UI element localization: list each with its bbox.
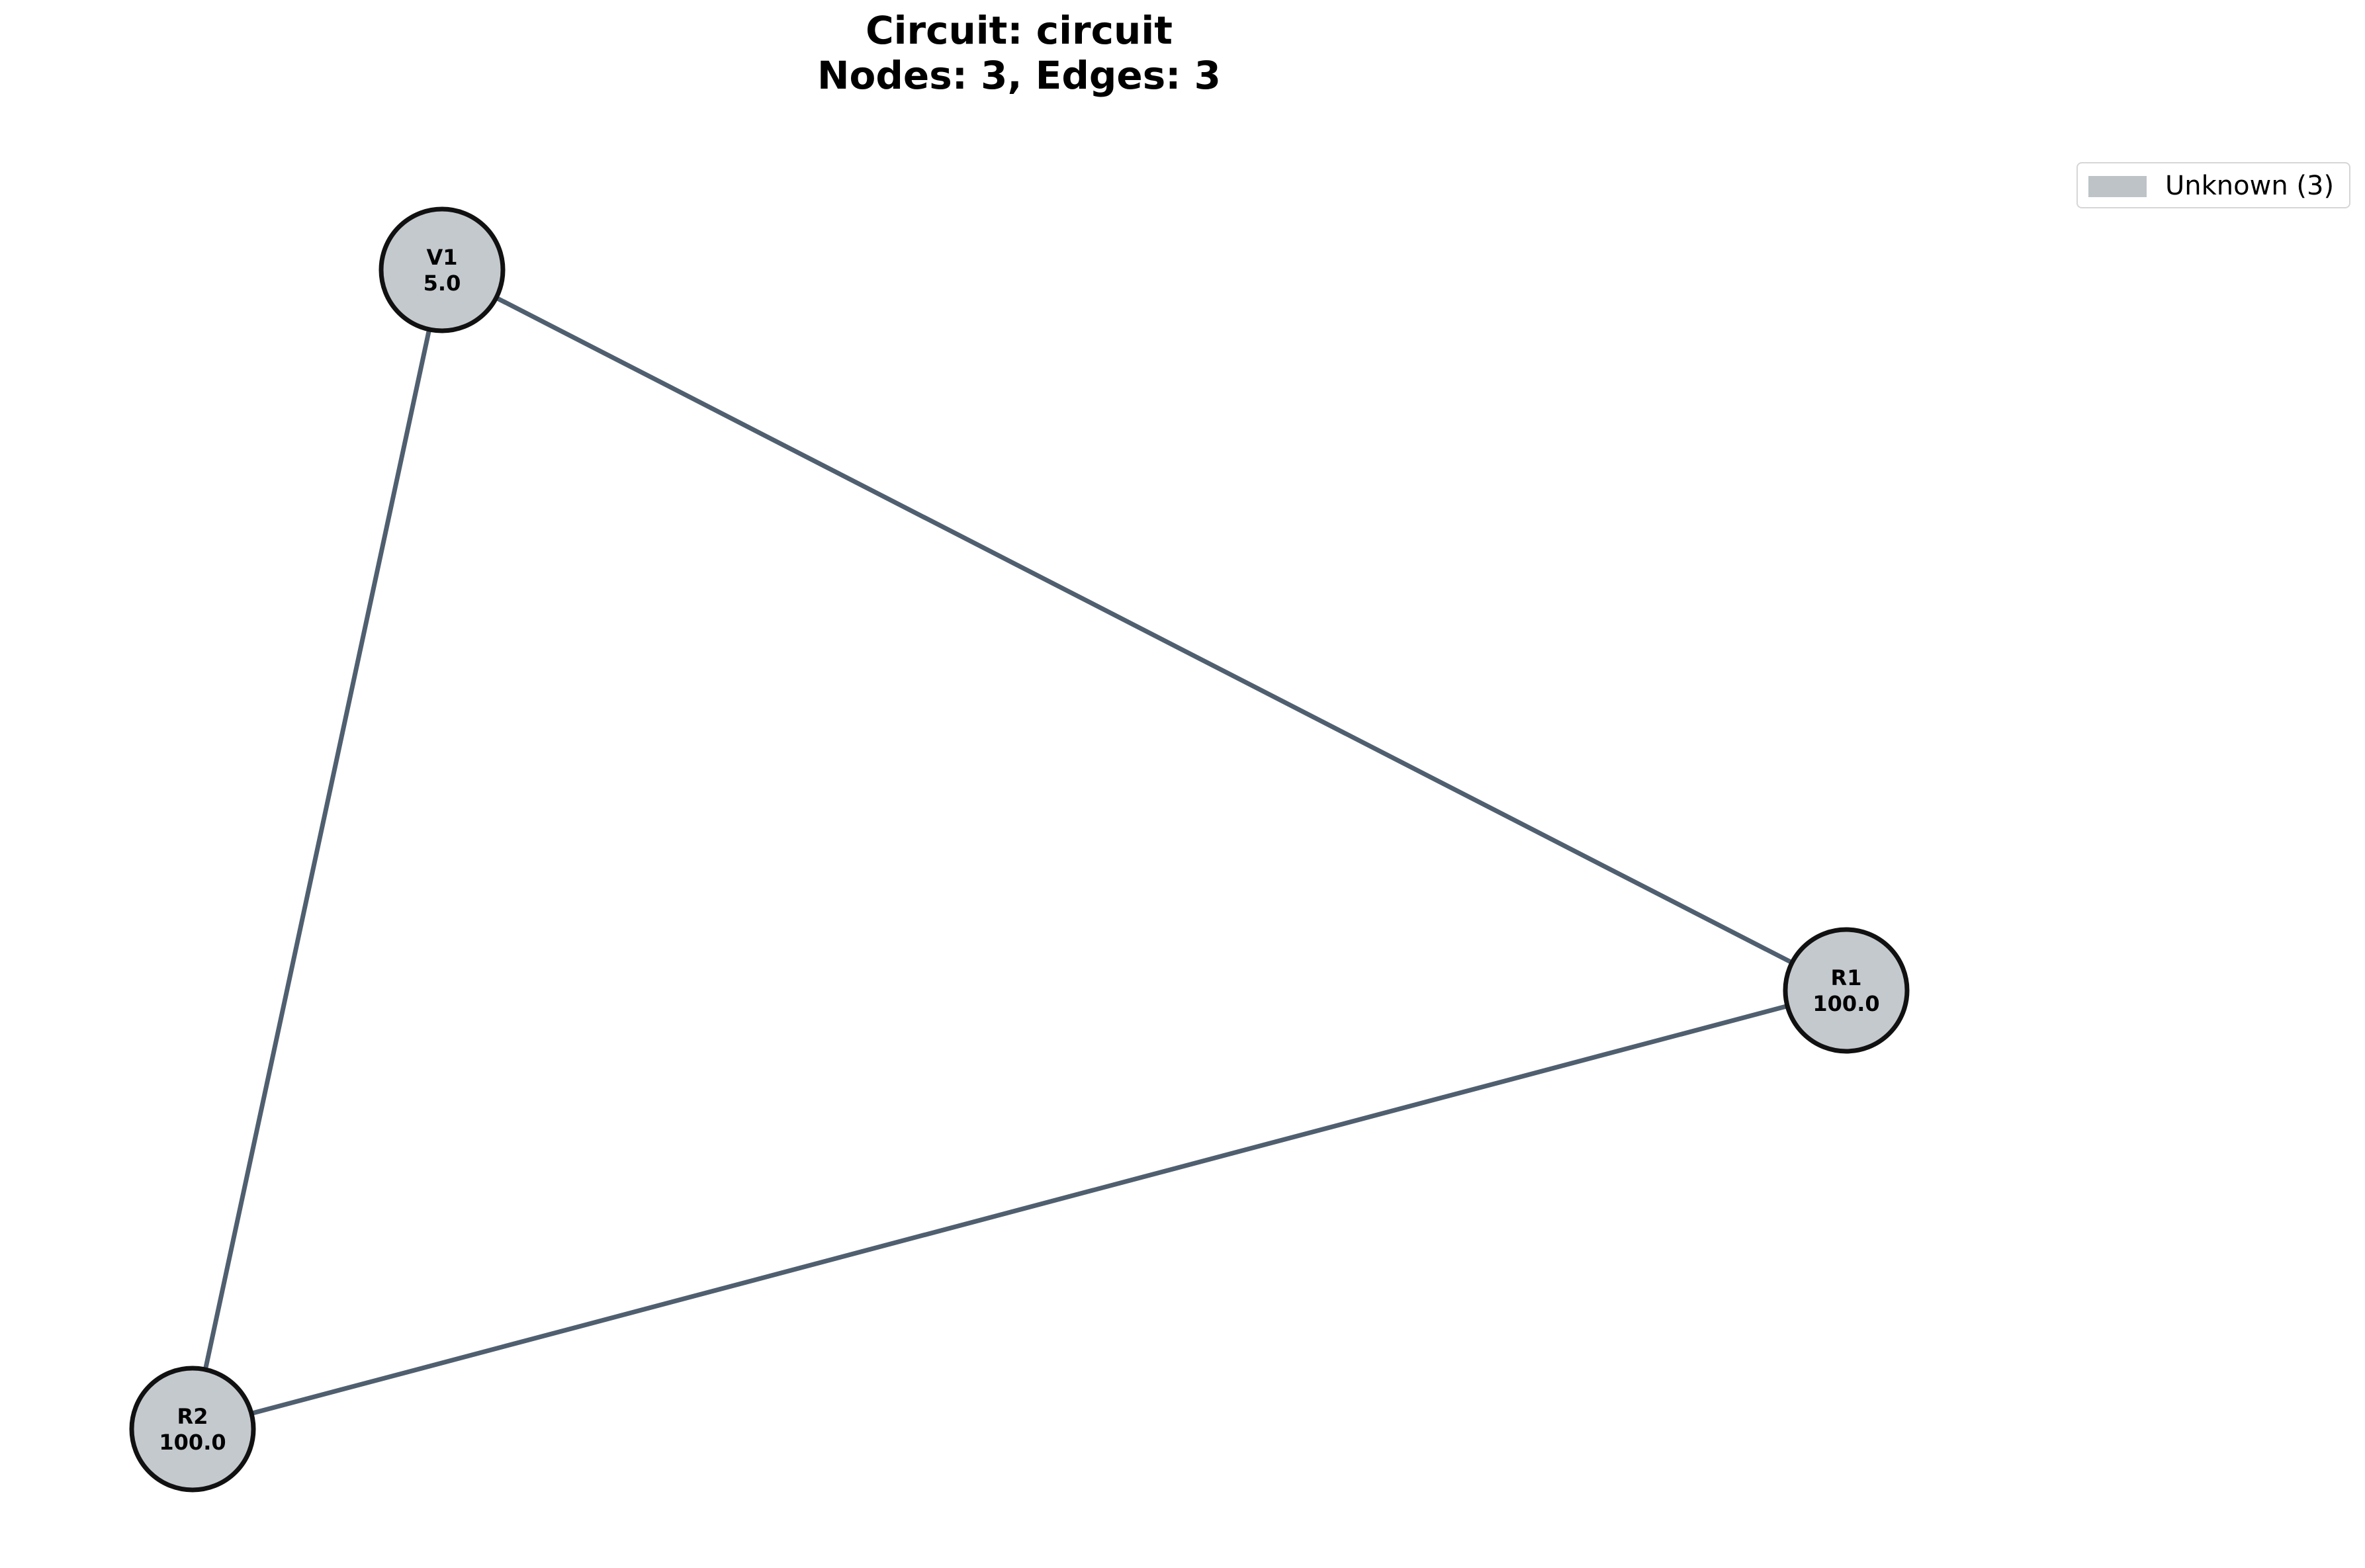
node-name-label: V1 bbox=[426, 245, 457, 270]
legend: Unknown (3) bbox=[2076, 162, 2350, 208]
node-value-label: 100.0 bbox=[1812, 991, 1879, 1016]
node-circle bbox=[1783, 927, 1910, 1054]
diagram-title: Circuit: circuit Nodes: 3, Edges: 3 bbox=[688, 8, 1350, 98]
edge-v1-r1 bbox=[439, 267, 1849, 993]
node-name-label: R2 bbox=[177, 1404, 208, 1429]
node-circle bbox=[129, 1366, 256, 1493]
node-circle bbox=[379, 206, 506, 333]
legend-label: Unknown (3) bbox=[2165, 171, 2335, 201]
title-counts: Nodes: 3, Edges: 3 bbox=[817, 53, 1221, 98]
legend-swatch bbox=[2088, 176, 2147, 197]
edge-v1-r2 bbox=[190, 267, 445, 1432]
node-v1: V15.0 bbox=[379, 206, 506, 333]
node-value-label: 100.0 bbox=[159, 1430, 226, 1455]
title-circuit-name: Circuit: circuit bbox=[866, 8, 1173, 53]
edge-r1-r2 bbox=[190, 988, 1849, 1432]
edges-layer bbox=[190, 267, 1849, 1432]
node-name-label: R1 bbox=[1831, 965, 1862, 990]
node-value-label: 5.0 bbox=[424, 271, 461, 296]
